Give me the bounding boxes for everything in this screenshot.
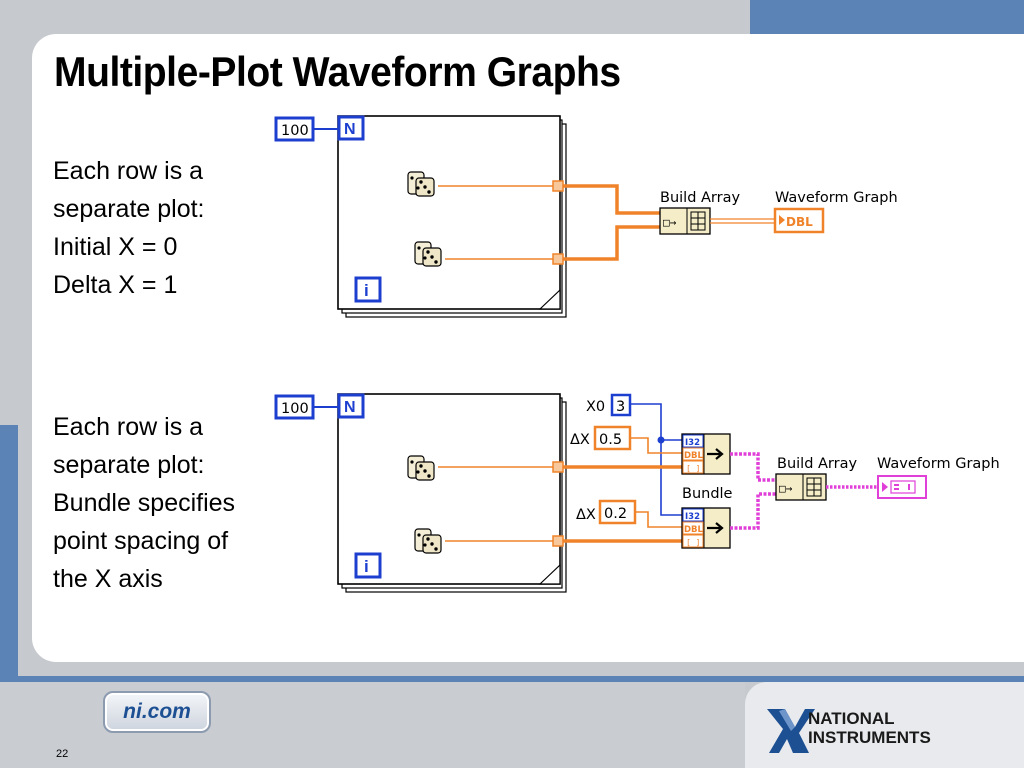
caption-line: Bundle specifies	[53, 489, 236, 517]
left-accent-bar	[0, 425, 18, 680]
bottom-waveform-graph-label: Waveform Graph	[877, 456, 1000, 472]
bottom-for-loop	[337, 393, 567, 593]
dx1-label: ΔX	[570, 432, 590, 448]
caption-line: separate plot:	[53, 195, 205, 223]
top-build-array-label: Build Array	[660, 190, 740, 206]
caption-line: Each row is a	[53, 413, 204, 441]
loop-tunnel	[552, 180, 564, 192]
bottom-loop-count-value: 100	[281, 401, 309, 417]
caption-line: Each row is a	[53, 157, 204, 185]
dx2-constant[interactable]: 0.2	[598, 499, 637, 525]
ni-com-text: ni.com	[123, 700, 191, 723]
svg-text:DBL: DBL	[684, 451, 704, 461]
caption-line: Initial X = 0	[53, 233, 178, 261]
bottom-build-array-label: Build Array	[777, 456, 857, 472]
bundle-node-2[interactable]: I32 DBL [ ]	[681, 507, 731, 549]
caption-line: Delta X = 1	[53, 271, 178, 299]
dx2-value: 0.2	[604, 506, 627, 522]
bottom-accent-band	[0, 676, 1024, 682]
x0-label: X0	[586, 399, 605, 415]
ni-logo-line: NATIONAL	[808, 709, 895, 728]
svg-text:i: i	[364, 557, 369, 576]
dx1-value: 0.5	[599, 432, 622, 448]
ni-logo-wordmark: NATIONAL INSTRUMENTS	[808, 709, 931, 747]
svg-text:[ ]: [ ]	[686, 538, 700, 547]
block-diagrams: 100 N i Build Array □→ Waveform Graph DB…	[274, 115, 1000, 593]
x0-constant[interactable]: 3	[610, 393, 632, 417]
top-loop-count-value: 100	[281, 123, 309, 139]
slide-title: Multiple-Plot Waveform Graphs	[54, 48, 621, 95]
bundle-node-1[interactable]: I32 DBL [ ]	[681, 433, 731, 475]
caption-line: point spacing of	[53, 527, 229, 555]
dx2-label: ΔX	[576, 507, 596, 523]
ni-eagle-logo-icon	[767, 709, 815, 753]
bottom-iteration-terminal: i	[354, 552, 382, 579]
svg-text:I32: I32	[685, 438, 700, 448]
bottom-waveform-graph-terminal[interactable]	[877, 475, 927, 499]
svg-text:DBL: DBL	[684, 525, 704, 535]
top-accent-bar	[750, 0, 1024, 34]
top-count-terminal: N	[337, 115, 365, 141]
loop-tunnel	[552, 253, 564, 265]
svg-text:I32: I32	[685, 512, 700, 522]
bottom-loop-count-constant[interactable]: 100	[274, 394, 315, 420]
top-waveform-graph-terminal[interactable]: DBL	[773, 207, 825, 234]
svg-text:i: i	[364, 281, 369, 300]
svg-text:N: N	[344, 399, 356, 416]
ni-logo-line: INSTRUMENTS	[808, 728, 931, 747]
caption-line: separate plot:	[53, 451, 205, 479]
top-iteration-terminal: i	[354, 276, 382, 303]
bundle-label: Bundle	[682, 486, 733, 502]
svg-text:□→: □→	[663, 216, 677, 229]
top-build-array-node[interactable]: □→	[659, 207, 711, 235]
caption-top: Each row is a separate plot: Initial X =…	[53, 152, 205, 304]
svg-text:N: N	[344, 121, 356, 138]
x0-value: 3	[616, 399, 625, 415]
top-loop-count-constant[interactable]: 100	[274, 116, 315, 142]
caption-line: the X axis	[53, 565, 163, 593]
top-waveform-graph-label: Waveform Graph	[775, 190, 898, 206]
svg-text:□→: □→	[779, 482, 793, 495]
svg-text:[ ]: [ ]	[686, 464, 700, 473]
loop-tunnel	[552, 461, 564, 473]
bottom-build-array-node[interactable]: □→	[775, 473, 827, 501]
svg-text:DBL: DBL	[786, 215, 813, 229]
loop-tunnel	[552, 535, 564, 547]
ni-com-badge[interactable]: ni.com	[103, 691, 211, 733]
bottom-count-terminal: N	[337, 393, 365, 419]
dx1-constant[interactable]: 0.5	[593, 425, 632, 451]
caption-bottom: Each row is a separate plot: Bundle spec…	[53, 408, 235, 598]
page-number: 22	[56, 748, 69, 760]
